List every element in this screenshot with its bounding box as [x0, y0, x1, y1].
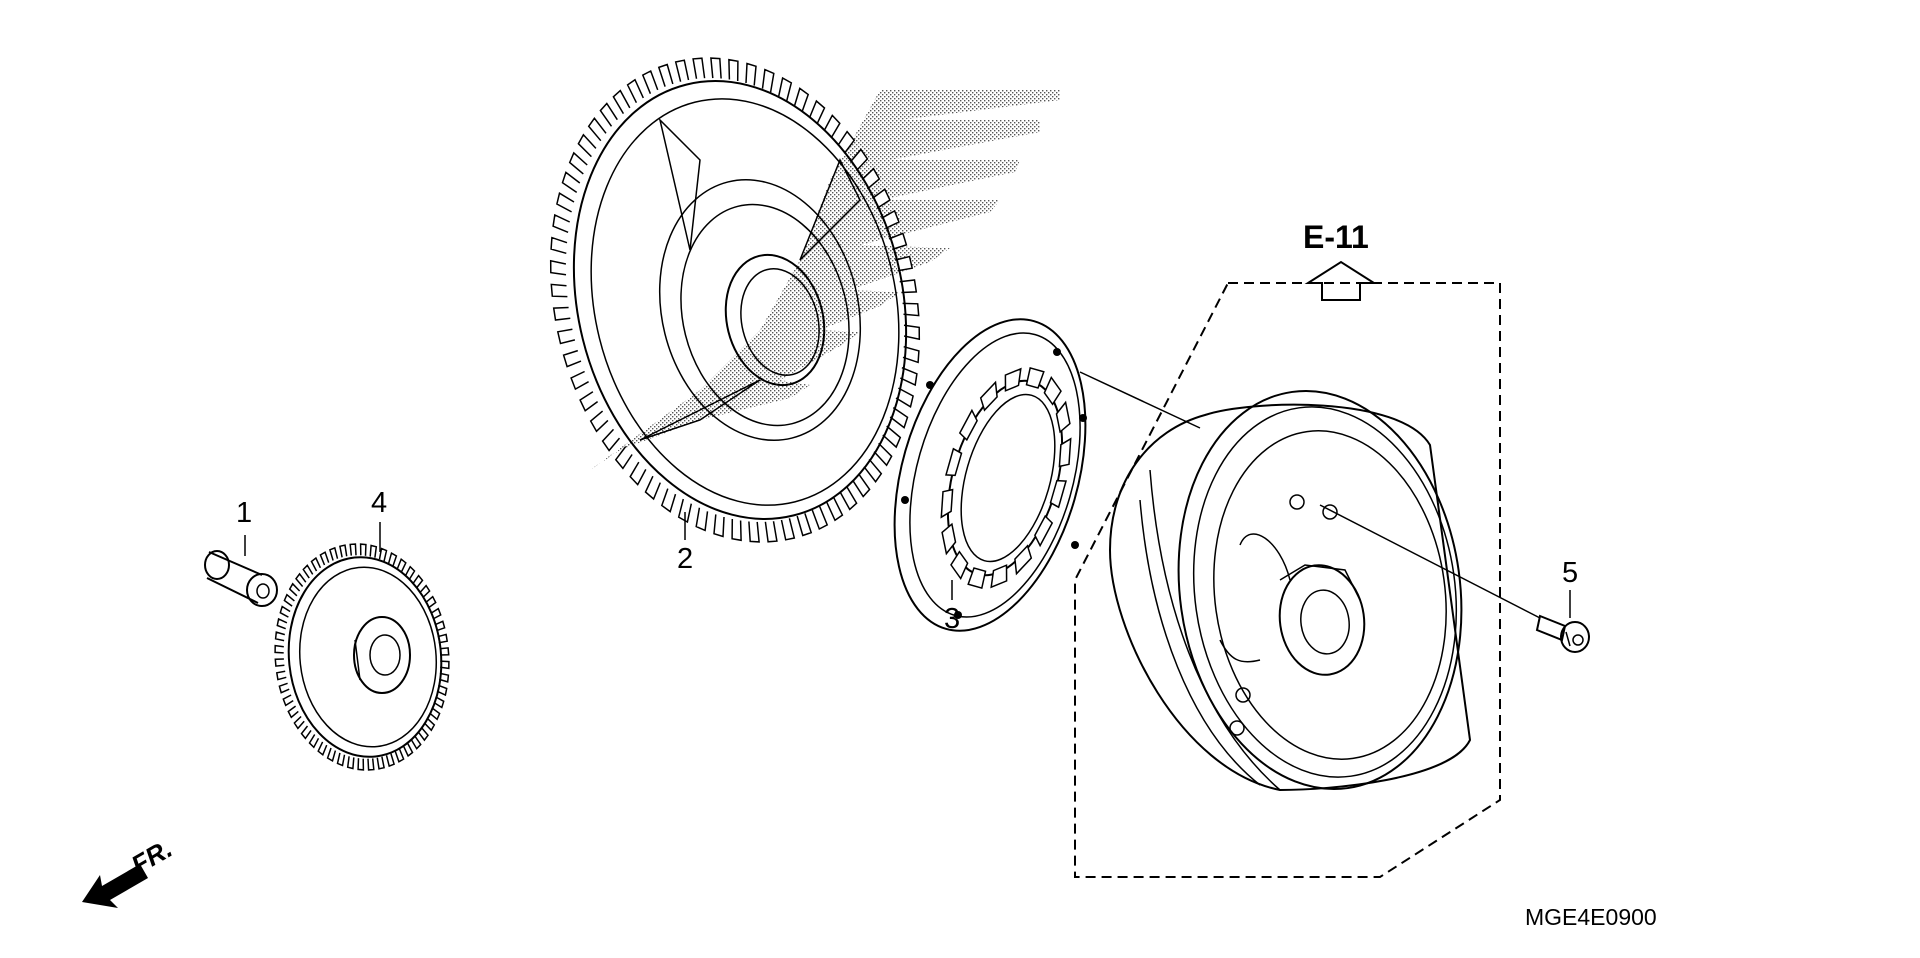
idle-gear-icon[interactable] — [274, 543, 451, 771]
starter-driven-gear-icon[interactable] — [529, 45, 951, 554]
part-number-3: 3 — [944, 603, 960, 635]
front-arrow-icon: FR. — [82, 833, 177, 908]
one-way-clutch-icon[interactable] — [861, 297, 1118, 653]
flywheel-reference-box — [1074, 282, 1501, 878]
collar-icon[interactable] — [204, 550, 278, 607]
gear-shading — [590, 90, 1060, 470]
bolt-icon[interactable] — [1535, 614, 1590, 653]
part-number-5: 5 — [1562, 557, 1578, 589]
part-number-1: 1 — [236, 497, 252, 529]
reference-arrow-icon[interactable]: E-11 — [1303, 219, 1378, 301]
flywheel-icon[interactable] — [1108, 372, 1486, 807]
reference-label: E-11 — [1303, 219, 1369, 255]
part-number-2: 2 — [677, 543, 693, 575]
part-number-4: 4 — [371, 487, 387, 519]
leader-lines — [244, 371, 1571, 619]
diagram-code: MGE4E0900 — [1525, 904, 1657, 930]
part-labels: 1 5 4 2 3 5 — [236, 487, 1578, 635]
